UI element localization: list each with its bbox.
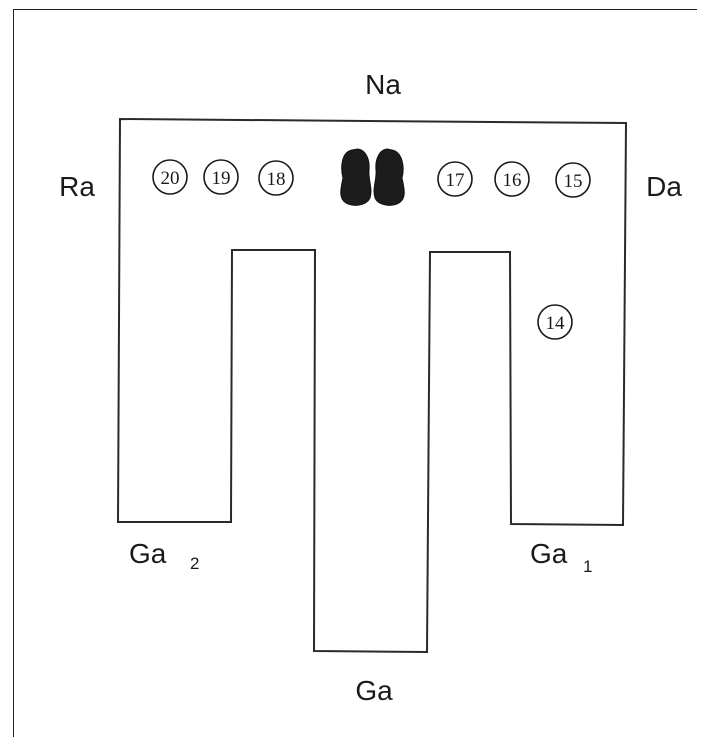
tooth-icon <box>340 148 405 206</box>
circled-number-14: 14 <box>537 304 573 340</box>
label-ga-right: Ga <box>530 538 568 569</box>
circled-number-16: 16 <box>494 161 530 197</box>
circled-number-19: 19 <box>203 159 239 195</box>
circled-number-18: 18 <box>258 160 294 196</box>
label-na: Na <box>365 69 401 100</box>
label-ga-center: Ga <box>355 675 393 706</box>
circled-number-14-text: 14 <box>546 313 566 334</box>
circled-number-15-text: 15 <box>564 171 583 192</box>
circled-number-20-text: 20 <box>161 168 180 189</box>
circled-number-16-text: 16 <box>503 170 522 191</box>
label-ga-left-subscript: 2 <box>190 554 199 573</box>
circled-number-20: 20 <box>152 159 188 195</box>
label-da: Da <box>646 171 682 202</box>
label-ra: Ra <box>59 171 95 202</box>
circled-number-19-text: 19 <box>212 168 231 189</box>
circled-number-15: 15 <box>555 162 591 198</box>
tooth-right-icon <box>373 148 405 206</box>
diagram-outline <box>116 117 628 654</box>
figure-frame <box>13 9 697 737</box>
circled-number-17-text: 17 <box>446 170 465 191</box>
label-ga-left: Ga <box>129 538 167 569</box>
circled-number-17: 17 <box>437 161 473 197</box>
circled-number-18-text: 18 <box>267 169 286 190</box>
label-ga-right-subscript: 1 <box>583 557 592 576</box>
tooth-left-icon <box>340 148 372 206</box>
